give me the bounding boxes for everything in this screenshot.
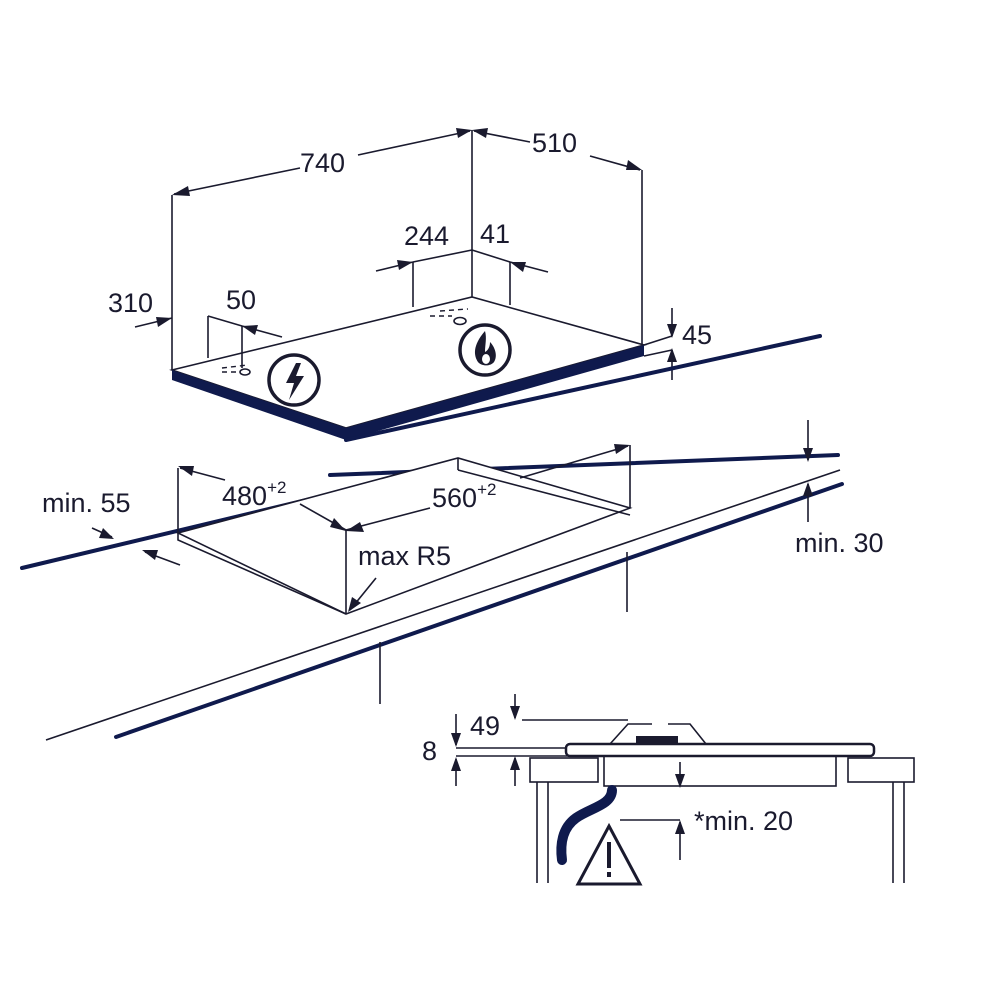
dim-560-label: 560+2 (432, 480, 496, 513)
dimension-min-20: *min. 20 (675, 762, 793, 860)
connectors (221, 308, 469, 376)
dim-480-label: 480+2 (222, 478, 286, 511)
dimension-310-50: 310 50 (108, 285, 283, 338)
dimension-min-55: min. 55 (42, 488, 181, 566)
section-view (456, 719, 915, 886)
worktop-back-edge-line (344, 334, 822, 442)
dimension-740: 740 (172, 128, 472, 196)
dimension-45: 45 (667, 308, 712, 380)
dim-8-label: 8 (422, 736, 437, 766)
dim-min-30-label: min. 30 (795, 528, 884, 558)
dim-310-label: 310 (108, 288, 153, 318)
gas-flame-icon (458, 323, 512, 377)
cutout-opening (175, 445, 633, 615)
dimension-8: 8 (422, 714, 461, 786)
dim-510-label: 510 (532, 128, 577, 158)
dim-49-label: 49 (470, 711, 500, 741)
max-r5-label: max R5 (358, 541, 451, 571)
dim-50-label: 50 (226, 285, 256, 315)
dim-41-label: 41 (480, 219, 510, 249)
dim-740-label: 740 (300, 148, 345, 178)
dimension-560: 560+2 (345, 444, 630, 532)
dimension-49: 49 (470, 694, 520, 786)
dim-min-20-label: *min. 20 (694, 806, 793, 836)
dim-244-label: 244 (404, 221, 449, 251)
annotation-max-r5: max R5 (348, 541, 451, 612)
dimension-min-30: min. 30 (795, 420, 884, 558)
dimension-244-41: 244 41 (375, 219, 549, 273)
electric-symbol-icon (267, 353, 321, 407)
dim-min-55-label: min. 55 (42, 488, 131, 518)
dim-45-label: 45 (682, 320, 712, 350)
hob-extension-lines (171, 130, 673, 370)
dimension-510: 510 (472, 128, 642, 171)
dimension-480: 480+2 (178, 466, 347, 531)
warning-triangle-icon (575, 822, 643, 886)
